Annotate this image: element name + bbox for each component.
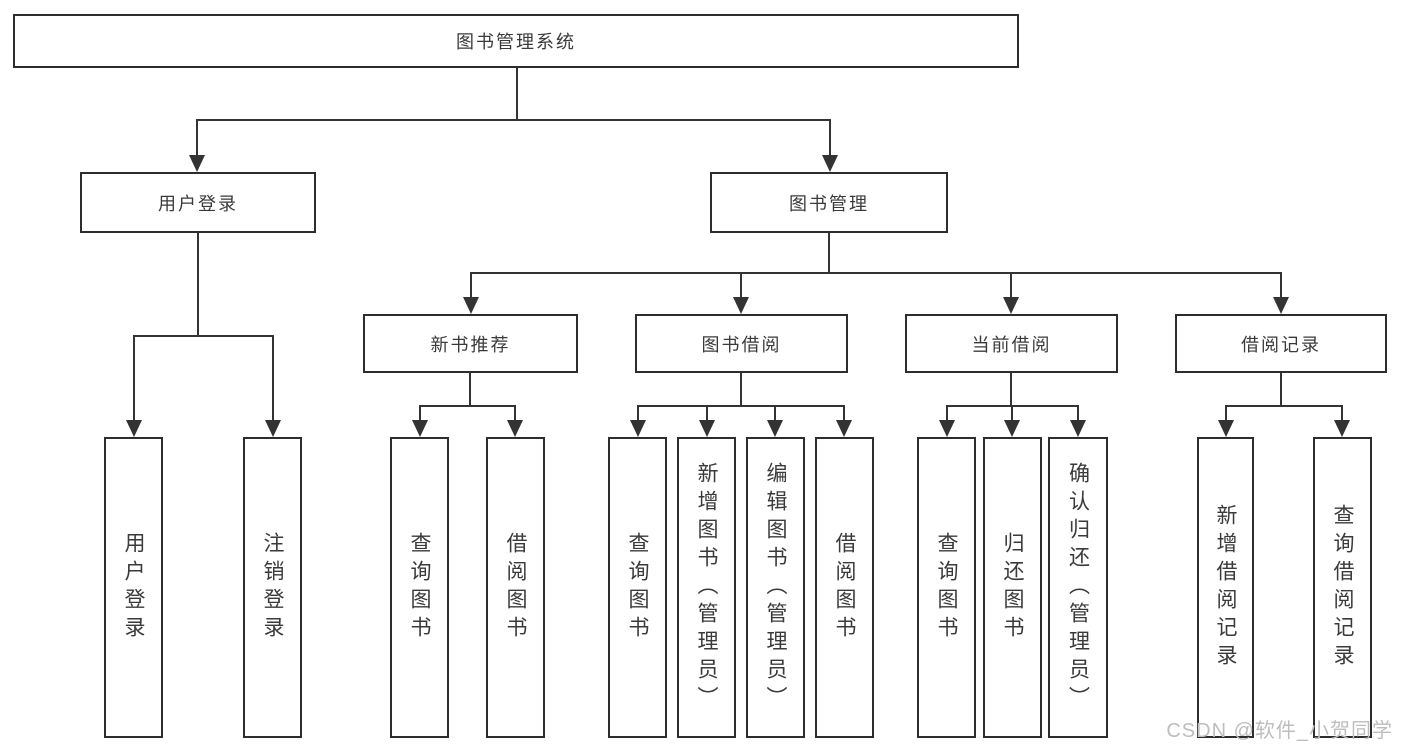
node-book-borrowing: 图书借阅: [635, 314, 848, 373]
node-new-book-recommend: 新书推荐: [363, 314, 578, 373]
connector-line: [196, 119, 831, 121]
connector-line: [740, 272, 742, 300]
node-borrow-records: 借阅记录: [1175, 314, 1387, 373]
node-borrow-records-label: 借阅记录: [1241, 334, 1321, 355]
arrow-down-icon: [126, 420, 142, 437]
arrow-down-icon: [630, 420, 646, 437]
arrow-down-icon: [507, 420, 523, 437]
leaf-user-login: 用户登录: [104, 437, 163, 738]
node-current-borrowing: 当前借阅: [905, 314, 1118, 373]
connector-line: [1341, 405, 1343, 423]
arrow-down-icon: [767, 420, 783, 437]
arrow-down-icon: [1070, 420, 1086, 437]
leaf-query-books-current: 查询图书: [917, 437, 976, 738]
connector-line: [133, 335, 274, 337]
node-user-login: 用户登录: [80, 172, 316, 233]
leaf-add-books-admin: 新增图书（管理员）: [677, 437, 736, 738]
connector-line: [196, 119, 198, 158]
leaf-query-borrow-record: 查询借阅记录: [1313, 437, 1372, 738]
connector-line: [1280, 373, 1282, 407]
arrow-down-icon: [822, 155, 838, 172]
leaf-user-login-label: 用户登录: [122, 531, 145, 644]
connector-line: [774, 405, 776, 423]
leaf-query-books-borrowing: 查询图书: [608, 437, 667, 738]
connector-line: [1077, 405, 1079, 423]
arrow-down-icon: [1004, 420, 1020, 437]
connector-line: [514, 405, 516, 423]
leaf-return-books: 归还图书: [983, 437, 1042, 738]
connector-line: [637, 405, 639, 423]
node-new-book-recommend-label: 新书推荐: [430, 334, 511, 355]
connector-line: [843, 405, 845, 423]
leaf-add-books-admin-label: 新增图书（管理员）: [695, 461, 718, 714]
connector-line: [1280, 272, 1282, 300]
node-root-label: 图书管理系统: [456, 32, 576, 52]
connector-line: [829, 119, 831, 158]
leaf-return-books-label: 归还图书: [1001, 531, 1024, 644]
arrow-down-icon: [836, 420, 852, 437]
arrow-down-icon: [463, 297, 479, 314]
arrow-down-icon: [1334, 420, 1350, 437]
leaf-logout-label: 注销登录: [261, 531, 284, 644]
arrow-down-icon: [412, 420, 428, 437]
leaf-borrow-books-recommend-label: 借阅图书: [504, 531, 527, 644]
leaf-query-books-recommend: 查询图书: [390, 437, 449, 738]
connector-line: [637, 405, 845, 407]
node-current-borrowing-label: 当前借阅: [971, 334, 1052, 355]
connector-line: [828, 233, 830, 274]
leaf-borrow-books: 借阅图书: [815, 437, 874, 738]
arrow-down-icon: [189, 155, 205, 172]
connector-line: [272, 335, 274, 423]
connector-line: [1011, 405, 1013, 423]
connector-line: [1010, 373, 1012, 407]
leaf-query-borrow-record-label: 查询借阅记录: [1331, 503, 1354, 672]
leaf-logout: 注销登录: [243, 437, 302, 738]
arrow-down-icon: [733, 297, 749, 314]
arrow-down-icon: [699, 420, 715, 437]
connector-line: [470, 272, 472, 300]
connector-line: [419, 405, 421, 423]
leaf-confirm-return-admin-label: 确认归还（管理员）: [1066, 461, 1090, 714]
connector-line: [197, 233, 199, 337]
node-book-management-label: 图书管理: [789, 193, 869, 214]
node-book-borrowing-label: 图书借阅: [701, 334, 782, 355]
leaf-query-books-recommend-label: 查询图书: [408, 531, 431, 644]
connector-line: [470, 272, 1282, 274]
arrow-down-icon: [265, 420, 281, 437]
leaf-add-borrow-record: 新增借阅记录: [1197, 437, 1254, 738]
leaf-add-borrow-record-label: 新增借阅记录: [1214, 503, 1237, 672]
connector-line: [706, 405, 708, 423]
connector-line: [419, 405, 516, 407]
leaf-borrow-books-recommend: 借阅图书: [486, 437, 545, 738]
connector-line: [1225, 405, 1227, 423]
arrow-down-icon: [939, 420, 955, 437]
connector-line: [516, 68, 518, 121]
arrow-down-icon: [1218, 420, 1234, 437]
connector-line: [946, 405, 948, 423]
connector-line: [1225, 405, 1343, 407]
leaf-borrow-books-label: 借阅图书: [833, 531, 856, 644]
leaf-edit-books-admin-label: 编辑图书（管理员）: [764, 461, 787, 714]
connector-line: [1010, 272, 1012, 300]
leaf-query-books-current-label: 查询图书: [935, 531, 958, 644]
connector-line: [740, 373, 742, 407]
arrow-down-icon: [1273, 297, 1289, 314]
node-book-management: 图书管理: [710, 172, 948, 233]
node-user-login-label: 用户登录: [158, 193, 238, 214]
leaf-query-books-borrowing-label: 查询图书: [626, 531, 649, 644]
leaf-confirm-return-admin: 确认归还（管理员）: [1048, 437, 1108, 738]
csdn-watermark: CSDN @软件_小贺同学: [1166, 720, 1393, 742]
node-root: 图书管理系统: [13, 14, 1019, 68]
arrow-down-icon: [1003, 297, 1019, 314]
leaf-edit-books-admin: 编辑图书（管理员）: [746, 437, 805, 738]
connector-line: [469, 373, 471, 407]
connector-line: [133, 335, 135, 423]
